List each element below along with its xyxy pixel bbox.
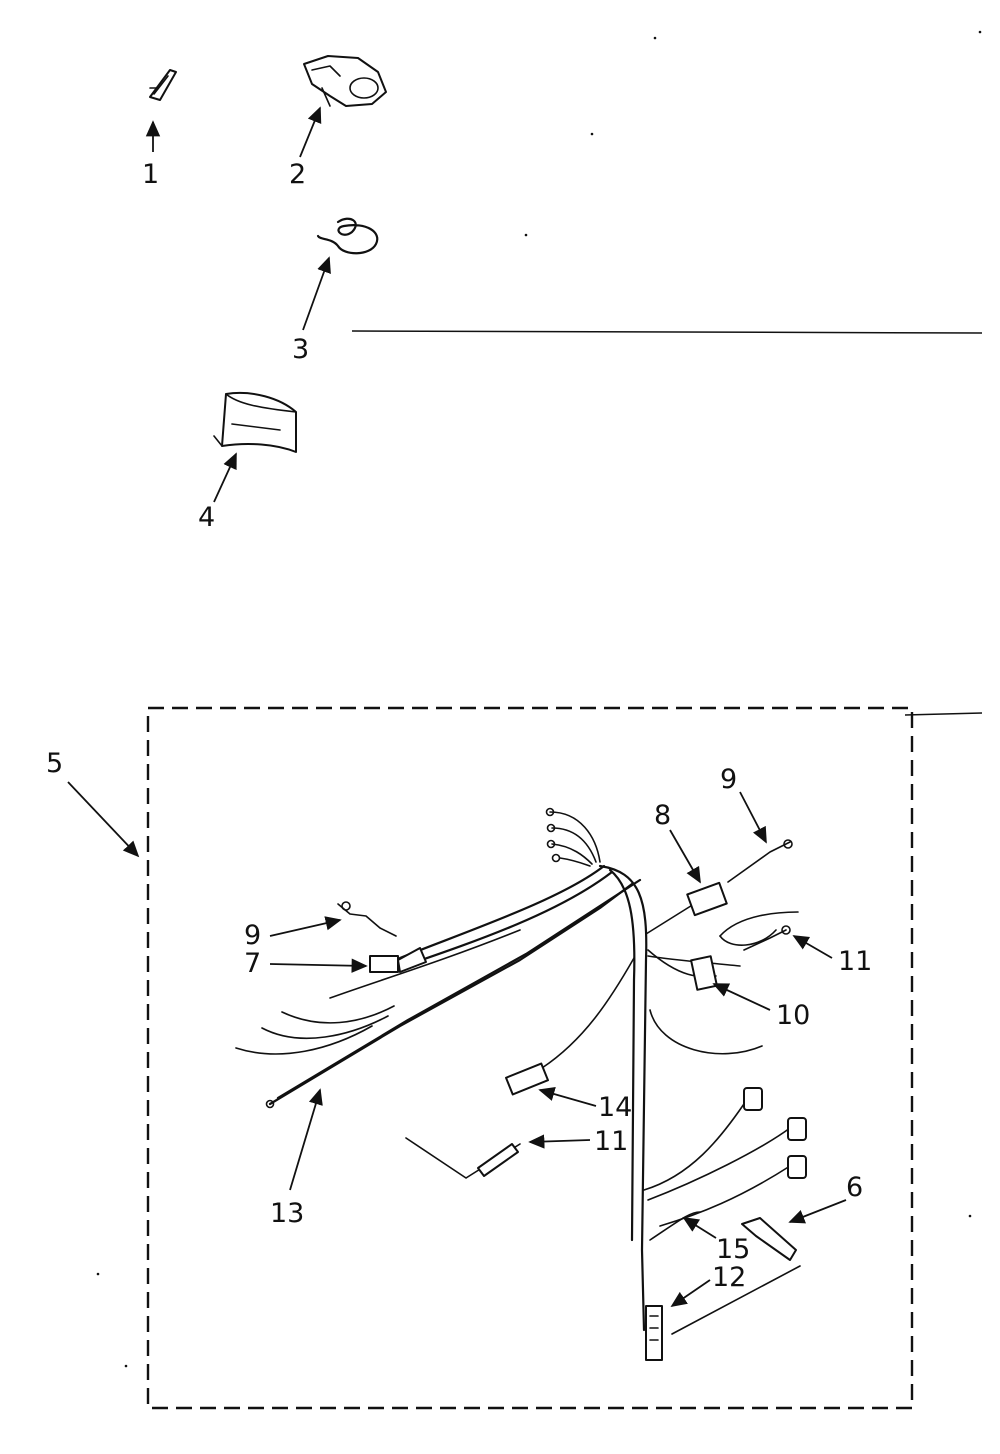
plug-set-right [743, 1087, 807, 1179]
arrow-9-left [269, 916, 342, 937]
callout-13: 13 [270, 1198, 304, 1229]
arrow-14 [538, 1087, 597, 1107]
arrow-5 [67, 781, 140, 858]
wire-harness [235, 807, 799, 1332]
connector-12 [645, 1305, 663, 1361]
callout-6: 6 [846, 1172, 863, 1203]
callout-7: 7 [244, 948, 261, 979]
divider-line-lower [904, 712, 983, 716]
arrow-10 [712, 983, 771, 1011]
arrow-11-right [792, 935, 833, 959]
part-3-hook-clip [316, 217, 379, 255]
arrow-7 [269, 958, 368, 973]
arrow-8 [669, 829, 701, 884]
connector-10 [690, 955, 718, 991]
terminal-9-right [727, 839, 793, 883]
harness-kit-frame [146, 706, 914, 1410]
callout-10: 10 [776, 1000, 810, 1031]
terminal-9-left [337, 901, 397, 937]
arrow-2 [299, 106, 322, 158]
connector-14 [505, 1062, 549, 1096]
terminal-11-right [743, 925, 791, 951]
arrow-6 [788, 1199, 847, 1224]
arrow-9-right [739, 791, 767, 844]
callout-9-left: 9 [244, 920, 261, 951]
part-1-clip [149, 69, 177, 101]
arrow-15 [682, 1217, 717, 1239]
arrow-13 [289, 1088, 323, 1191]
callout-8: 8 [654, 800, 671, 831]
connector-7 [369, 947, 427, 973]
leader-12-6 [671, 1265, 801, 1335]
arrow-4 [213, 452, 237, 503]
part-4-sleeve [213, 392, 297, 453]
callout-14: 14 [598, 1092, 632, 1123]
callout-1: 1 [142, 159, 159, 190]
callout-2: 2 [289, 159, 306, 190]
connector-8 [686, 881, 728, 917]
callout-11-right: 11 [838, 946, 872, 977]
callout-15: 15 [716, 1234, 750, 1265]
callout-5: 5 [46, 748, 63, 779]
divider-line-upper [351, 330, 983, 334]
callout-9-right: 9 [720, 764, 737, 795]
callout-3: 3 [292, 334, 309, 365]
terminal-11-left [405, 1137, 521, 1179]
arrow-3 [302, 256, 331, 331]
wire-13-end [265, 1099, 275, 1109]
part-2-bracket [303, 55, 387, 107]
arrow-12 [670, 1279, 711, 1308]
callout-12: 12 [712, 1262, 746, 1293]
callout-11-left: 11 [594, 1126, 628, 1157]
callout-4: 4 [198, 502, 215, 533]
terminal-6 [741, 1217, 797, 1261]
scan-specks [96, 30, 982, 1368]
arrow-11-left [528, 1134, 591, 1149]
